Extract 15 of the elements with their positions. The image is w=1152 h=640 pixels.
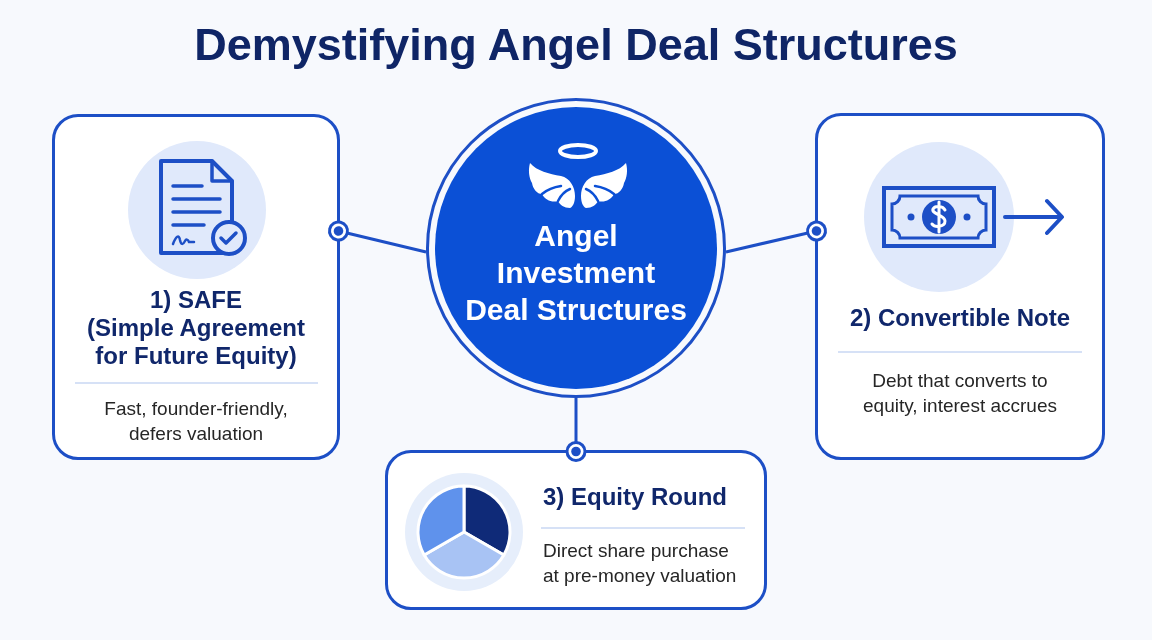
info-card (385, 450, 767, 610)
card-subheading: (Simple Agreement for Future Equity) (86, 314, 306, 370)
card-description: Debt that converts to equity, interest accrues (862, 369, 1058, 418)
title: Demystifying Angel Deal Structures (194, 19, 958, 71)
card-heading: 2) Convertible Note (850, 304, 1070, 332)
hub-label: Angel Investment Deal Structures (464, 218, 688, 328)
info-card (52, 114, 340, 460)
card-description: Fast, founder-friendly, defers valuation (103, 397, 289, 446)
info-card (815, 113, 1105, 460)
card-description: Direct share purchase at pre-money valuation (543, 539, 738, 588)
card-heading: 3) Equity Round (543, 483, 727, 511)
connector-line (565, 398, 587, 462)
connector-line (328, 220, 427, 254)
card-heading: 1) SAFE (150, 286, 242, 314)
connector-line (725, 220, 827, 254)
